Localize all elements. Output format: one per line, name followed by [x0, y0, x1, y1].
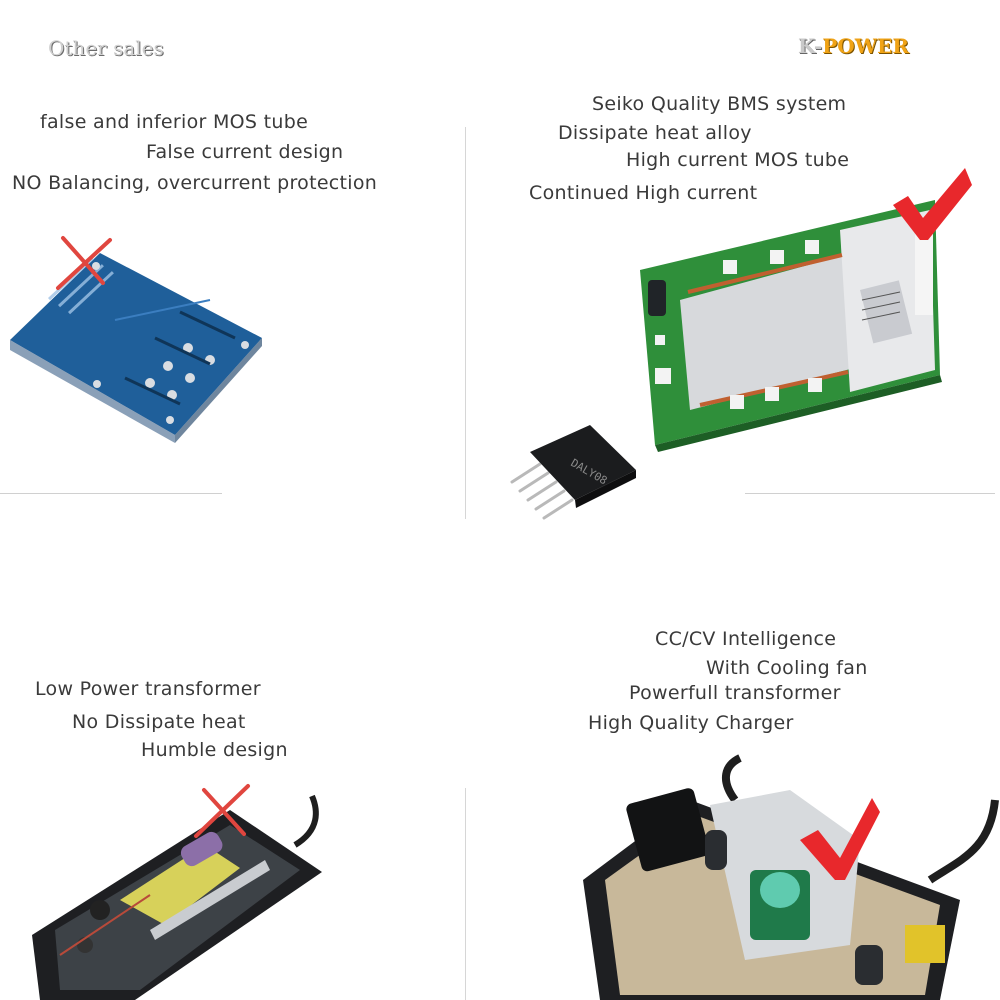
bms-bad-line-3: NO Balancing, overcurrent protection — [12, 172, 378, 194]
other-sales-title: Other sales — [48, 36, 164, 60]
brand-main: POWER — [822, 34, 910, 58]
charger-bad-line-1: Low Power transformer — [35, 678, 261, 700]
brand-prefix: K- — [798, 34, 823, 58]
k-power-brand: K-POWER — [798, 34, 909, 58]
charger-good-line-1: CC/CV Intelligence — [655, 628, 837, 650]
bms-bad-line-1: false and inferior MOS tube — [40, 111, 309, 133]
charger-good-line-3: Powerfull transformer — [629, 682, 841, 704]
divider-left — [0, 493, 222, 494]
charger-good-line-4: High Quality Charger — [588, 712, 794, 734]
bms-bad-line-2: False current design — [146, 141, 344, 163]
divider-vertical-bottom — [465, 788, 466, 1000]
bms-good-line-3: High current MOS tube — [626, 149, 850, 171]
divider-right — [745, 493, 995, 494]
divider-vertical-top — [465, 127, 466, 519]
bms-good-line-1: Seiko Quality BMS system — [592, 93, 847, 115]
bms-good-line-4: Continued High current — [529, 182, 758, 204]
charger-good-line-2: With Cooling fan — [706, 657, 868, 679]
charger-bad-line-3: Humble design — [141, 739, 288, 761]
charger-bad-line-2: No Dissipate heat — [72, 711, 246, 733]
bms-good-line-2: Dissipate heat alloy — [558, 122, 752, 144]
